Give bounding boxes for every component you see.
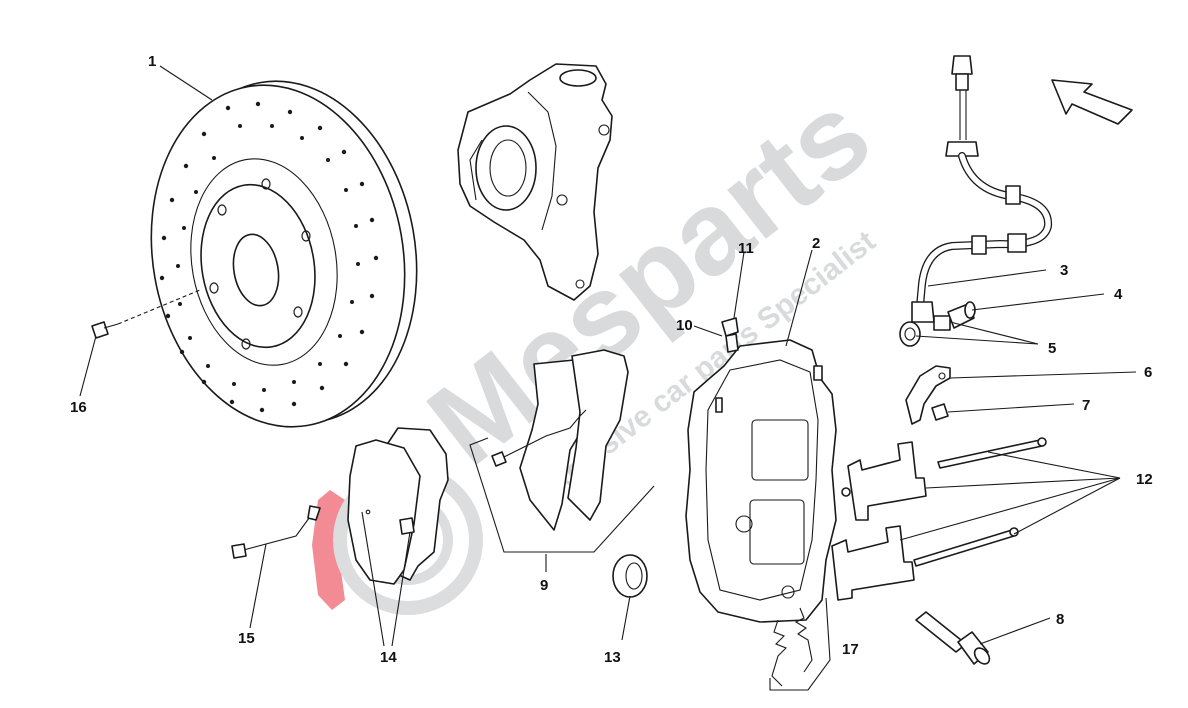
callout-8: 8 [1056,611,1064,628]
callout-14: 14 [380,649,397,666]
caliper-seal [612,554,648,598]
callout-10: 10 [676,317,693,334]
callout-6: 6 [1144,364,1152,381]
pad-shims [491,349,629,531]
callout-16: 16 [70,399,87,416]
disc-drill-holes [159,101,379,413]
wear-sensor [231,505,321,559]
callout-5: 5 [1048,340,1056,357]
caliper-bolt [915,611,991,665]
callout-labels: 1 2 3 4 5 6 7 8 9 10 11 12 13 14 15 16 1… [70,53,1153,666]
callout-12: 12 [1136,471,1153,488]
callout-13: 13 [604,649,621,666]
hose-bracket [905,365,951,425]
pad-retaining-pins [831,437,1047,601]
callout-17: 17 [842,641,859,658]
caliper-springs [771,607,813,687]
callout-9: 9 [540,577,548,594]
brake-pads [347,427,449,585]
bracket-bolt [931,403,949,421]
disc-screw [91,289,201,339]
bleed-screw [721,317,739,353]
callout-1: 1 [148,53,156,70]
brake-caliper [685,339,837,623]
callout-3: 3 [1060,262,1068,279]
callout-11: 11 [738,240,754,257]
brake-hose [899,55,1053,347]
callout-2: 2 [812,235,820,252]
callout-4: 4 [1114,286,1123,303]
group-bracket-9 [469,437,655,553]
leader-lines [79,65,1137,647]
callout-7: 7 [1082,397,1090,414]
brake-disc [150,80,418,428]
group-bracket-17 [769,597,831,691]
disc-bolt-holes [209,178,311,350]
steering-knuckle [457,63,613,301]
direction-arrow-icon [1051,79,1133,125]
callout-15: 15 [238,630,255,647]
